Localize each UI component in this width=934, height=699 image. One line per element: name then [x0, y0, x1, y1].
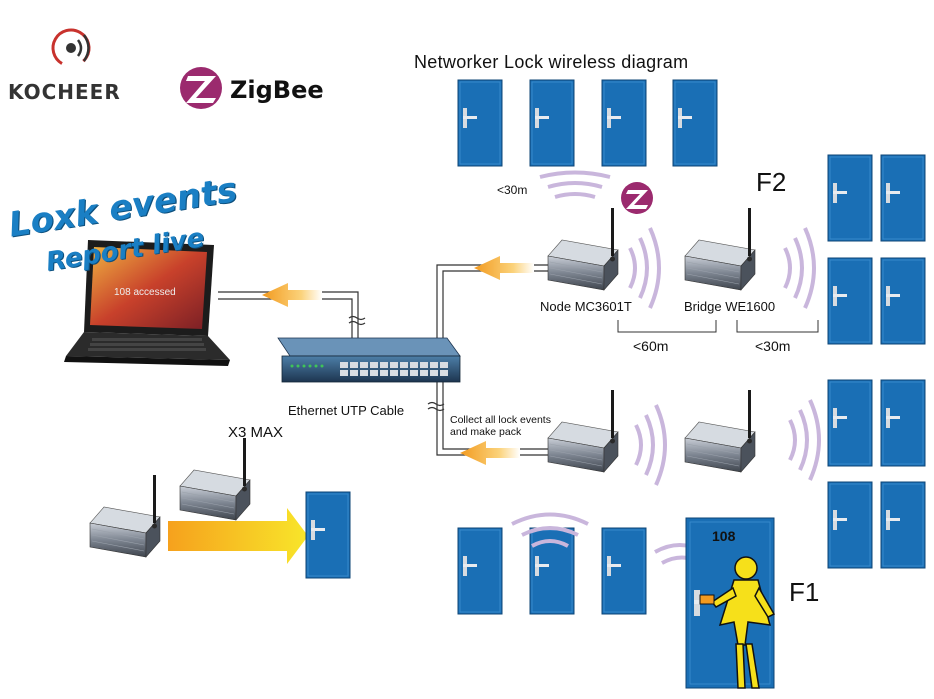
node-device-lower	[547, 389, 619, 473]
ethernet-cable-label: Ethernet UTP Cable	[288, 403, 405, 418]
bridge-label: Bridge WE1600	[684, 299, 776, 314]
range-top-label: <30m	[497, 183, 528, 197]
bridge-device-lower	[684, 389, 756, 473]
room-number-label: 108	[712, 528, 736, 544]
bottom-wireless-waves	[511, 512, 589, 548]
diagram-title: Networker Lock wireless diagram	[414, 52, 689, 72]
node-label: Node MC3601T	[540, 299, 632, 314]
range-node-bridge-label: <60m	[633, 338, 669, 354]
f2-door-stack	[827, 154, 926, 345]
zigbee-badge-icon	[621, 182, 653, 214]
bridge-device-upper	[684, 207, 756, 291]
encoder-device-back	[179, 437, 251, 521]
encoder-label: X3 MAX	[228, 424, 284, 441]
encoder-arrow-icon	[168, 508, 308, 564]
kocheer-brand-text: KOCHEER	[8, 80, 121, 104]
range-brackets	[617, 320, 819, 333]
kocheer-logo-icon	[51, 28, 91, 68]
floor-1-label: F1	[789, 577, 820, 607]
zigbee-logo-icon	[180, 67, 222, 109]
encoder-target-door	[305, 491, 351, 579]
laptop-icon	[64, 240, 230, 366]
encoder-device-front	[89, 474, 161, 558]
zigbee-brand-text: ZigBee	[230, 76, 324, 104]
range-bridge-doors-label: <30m	[755, 338, 791, 354]
node-device-upper	[547, 207, 619, 291]
collect-note-line2: and make pack	[450, 426, 522, 438]
collect-note-line1: Collect all lock events	[450, 414, 551, 426]
laptop-screen-text: 108 accessed	[114, 287, 176, 298]
cable-break-marks	[348, 315, 445, 412]
floor-2-label: F2	[756, 167, 787, 197]
person-icon	[710, 556, 776, 689]
top-wireless-waves	[539, 170, 611, 199]
top-door-row	[457, 79, 718, 167]
keycard-icon	[699, 594, 715, 605]
network-switch-icon	[277, 337, 461, 383]
f1-door-stack	[827, 379, 926, 569]
